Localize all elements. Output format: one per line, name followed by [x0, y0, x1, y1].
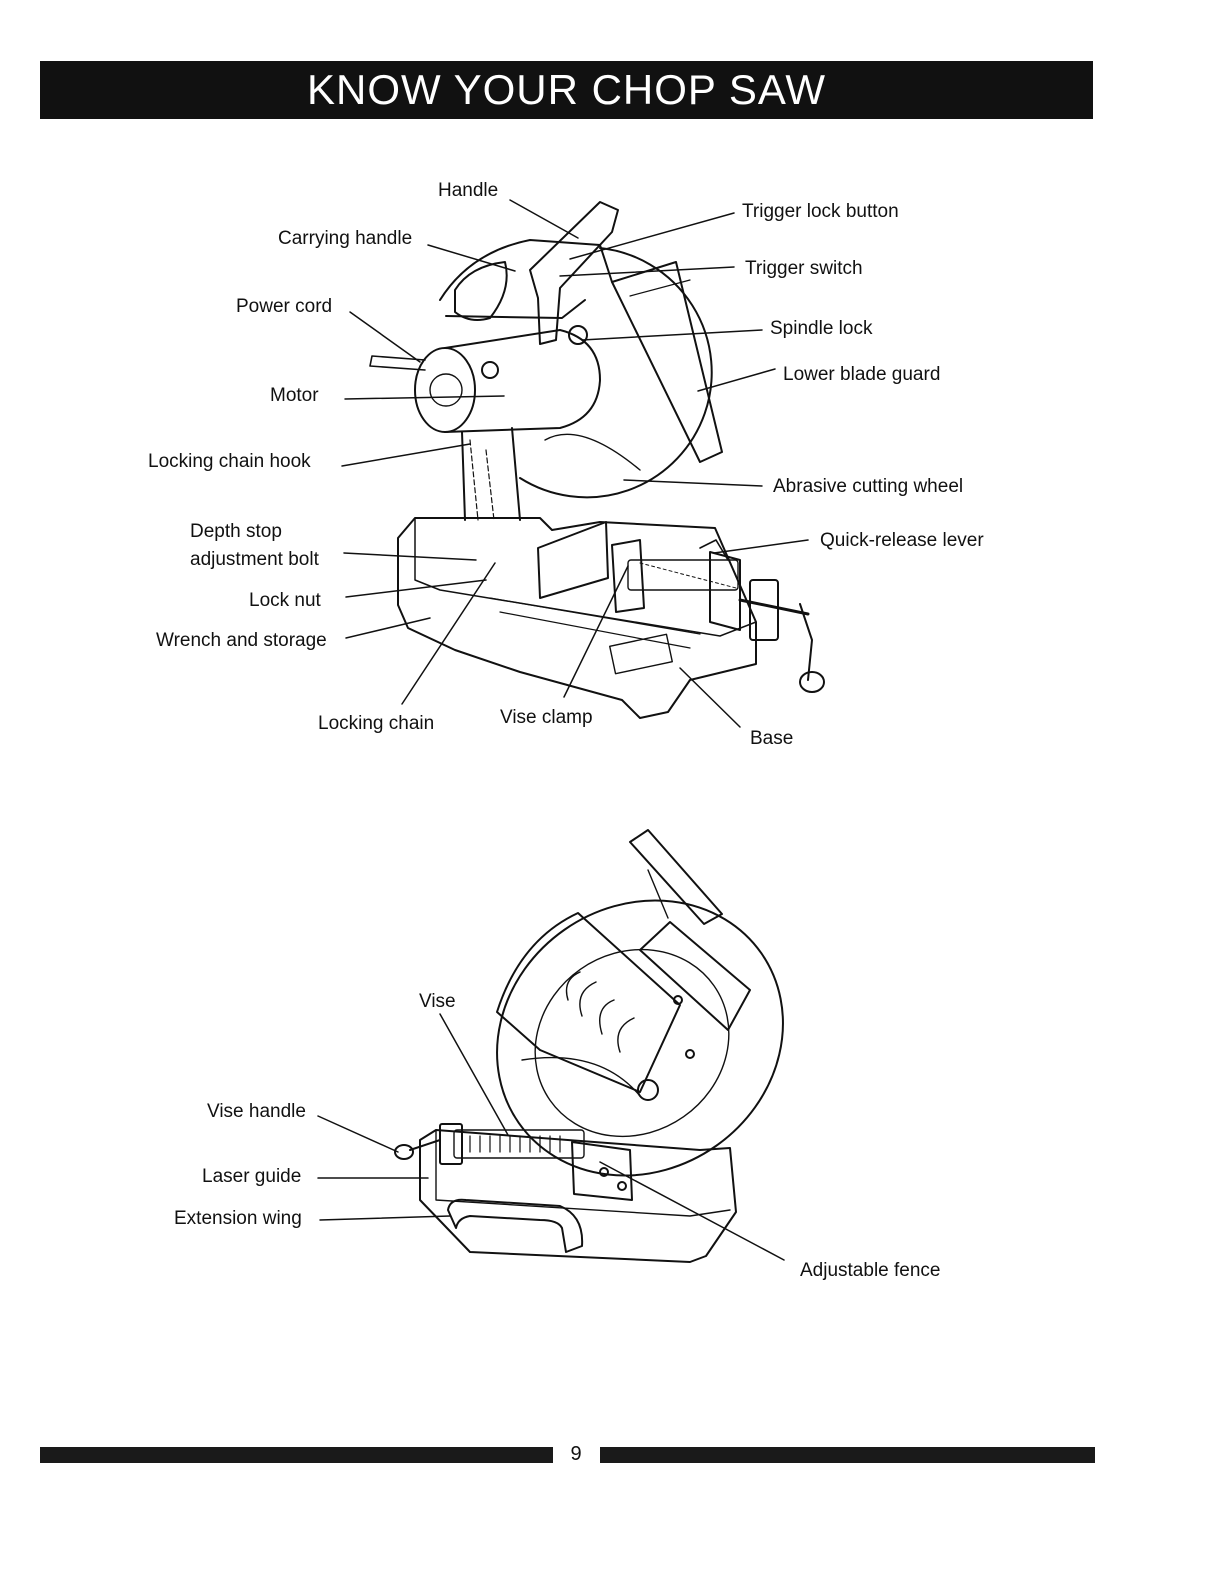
label-adjustable-fence: Adjustable fence — [800, 1260, 941, 1281]
label-laser-guide: Laser guide — [202, 1166, 302, 1187]
label-extension-wing: Extension wing — [174, 1208, 302, 1229]
label-handle: Handle — [438, 180, 499, 201]
page-number: 9 — [570, 1443, 582, 1465]
label-lock-nut: Lock nut — [249, 590, 321, 611]
label-vise: Vise — [419, 991, 456, 1012]
label-trigger-lock-button: Trigger lock button — [742, 201, 899, 222]
top-leader-lines — [341, 199, 809, 728]
label-vise-handle: Vise handle — [207, 1101, 306, 1122]
bottom-leader-lines — [317, 1013, 785, 1261]
label-trigger-switch: Trigger switch — [745, 258, 863, 279]
label-vise-clamp: Vise clamp — [500, 707, 593, 728]
label-power-cord: Power cord — [236, 296, 333, 317]
label-depth-stop-line1: Depth stop — [190, 521, 282, 542]
label-carrying-handle: Carrying handle — [278, 228, 413, 249]
label-locking-chain-hook: Locking chain hook — [148, 451, 311, 472]
page-title: KNOW YOUR CHOP SAW — [40, 61, 1093, 119]
footer-bar-left — [40, 1447, 553, 1463]
label-motor: Motor — [270, 385, 319, 406]
label-base: Base — [750, 728, 794, 749]
label-abrasive-cutting-wheel: Abrasive cutting wheel — [773, 476, 964, 497]
label-depth-stop-line2: adjustment bolt — [190, 549, 319, 570]
label-spindle-lock: Spindle lock — [770, 318, 873, 339]
label-lower-blade-guard: Lower blade guard — [783, 364, 941, 385]
footer-bar-right — [600, 1447, 1095, 1463]
top-saw-drawing — [369, 201, 825, 719]
label-locking-chain: Locking chain — [318, 713, 435, 734]
label-wrench-storage: Wrench and storage — [156, 630, 327, 651]
label-quick-release-lever: Quick-release lever — [820, 530, 984, 551]
bottom-saw-drawing — [394, 829, 784, 1263]
